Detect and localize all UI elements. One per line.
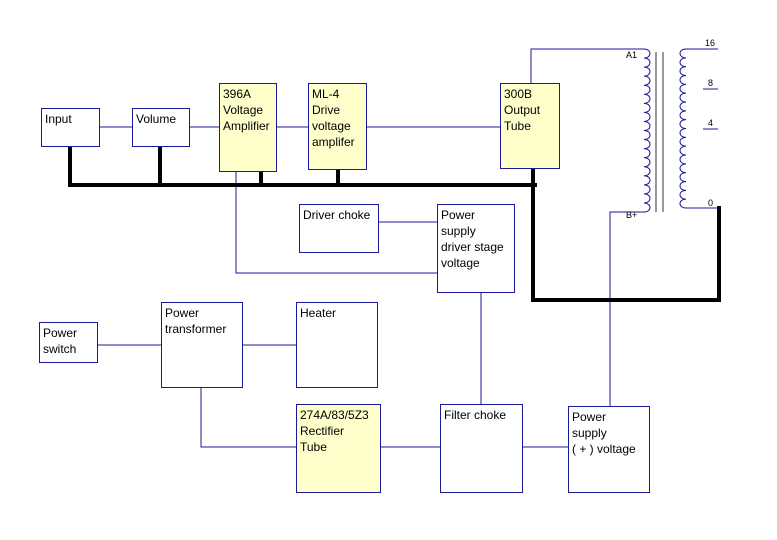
output-transformer <box>622 48 703 213</box>
wire-transformer-rectifier <box>200 387 297 448</box>
box-300b-output-tube: 300B Output Tube <box>500 83 560 169</box>
transformer-secondary-coil <box>679 48 703 209</box>
box-power-supply-plus: Power supply ( + ) voltage <box>568 406 650 493</box>
wire-psplus-bplus <box>609 211 622 406</box>
box-filter-choke: Filter choke <box>440 404 523 493</box>
label-tap16: 16 <box>705 38 716 48</box>
label-bplus: B+ <box>626 210 638 220</box>
wire-300b-a1 <box>530 48 622 83</box>
box-heater: Heater <box>296 302 378 388</box>
transformer-primary-coil <box>622 48 651 213</box>
label-tap0: 0 <box>708 198 714 208</box>
ground-bus <box>68 145 721 302</box>
label-tap8: 8 <box>708 78 714 88</box>
box-input: Input <box>41 108 100 147</box>
signal-wires <box>97 48 718 448</box>
box-ml4-drive-amplifier: ML-4 Drive voltage amplifer <box>308 83 367 170</box>
box-power-switch: Power switch <box>39 322 98 363</box>
label-tap4: 4 <box>708 118 714 128</box>
box-396a-voltage-amplifier: 396A Voltage Amplifier <box>219 83 277 172</box>
box-power-supply-driver: Power supply driver stage voltage <box>437 204 515 293</box>
box-rectifier-tube: 274A/83/5Z3 Rectifier Tube <box>296 404 381 493</box>
box-volume: Volume <box>132 108 190 147</box>
box-power-transformer: Power transformer <box>161 302 243 388</box>
wire-396a-psdriver <box>235 172 438 274</box>
ground-output-return <box>531 166 721 302</box>
box-driver-choke: Driver choke <box>299 204 379 253</box>
label-a1: A1 <box>626 50 638 60</box>
